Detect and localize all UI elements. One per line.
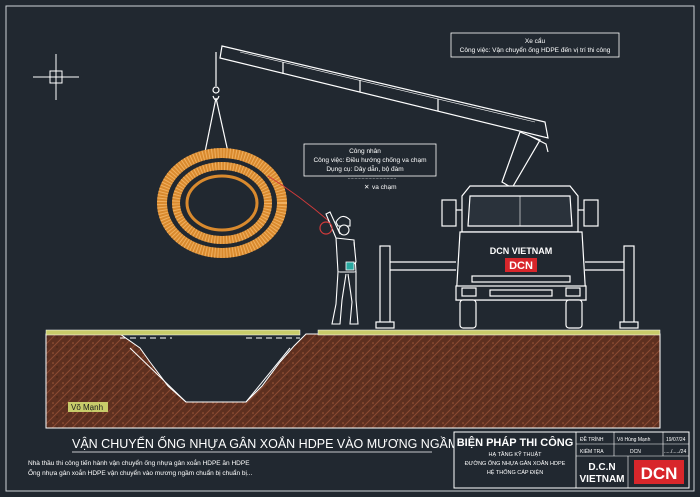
worker-callout-overlap1: ................................... xyxy=(348,175,397,181)
crane-callout: Xe cẩu Công việc: Vận chuyển ống HDPE đế… xyxy=(450,32,620,58)
worker-callout-overlap2: va chạm xyxy=(372,184,397,191)
title-block-row2-date: ...../...../24 xyxy=(664,449,686,455)
title-block-row1-date: 19/07/24 xyxy=(666,437,686,443)
main-title: VẬN CHUYỂN ỐNG NHỰA GÂN XOẮN HDPE VÀO MƯ… xyxy=(72,436,458,451)
crane-boom xyxy=(204,45,549,189)
title-block-sub2: ĐƯỜNG ỐNG NHỰA GÂN XOẮN HDPE xyxy=(465,459,566,467)
worker-callout-title: Công nhân xyxy=(349,148,381,155)
title-block-company-line2: VIETNAM xyxy=(580,474,625,485)
author-tag: Võ Mạnh xyxy=(71,403,103,412)
worker-callout-task: Công việc: Điều hướng chống va chạm xyxy=(313,155,426,164)
crane-callout-title: Xe cẩu xyxy=(525,37,546,45)
worker-callout: Công nhân Công việc: Điều hướng chống va… xyxy=(303,143,437,191)
note-1: Nhà thầu thi công tiến hành vận chuyển ố… xyxy=(28,458,250,467)
radio-highlight xyxy=(319,221,333,235)
title-block-logo-box xyxy=(634,460,684,484)
crosshair-icon xyxy=(33,54,79,100)
worker-figure xyxy=(319,211,359,325)
title-block-heading: BIỆN PHÁP THI CÔNG xyxy=(457,436,574,449)
title-block-row2-value: DCN xyxy=(630,449,641,455)
guide-rope xyxy=(267,175,331,223)
crane-truck xyxy=(375,185,639,329)
ground xyxy=(45,329,661,429)
worker-callout-tools: Dụng cụ: Dây dẫn, bộ đàm xyxy=(326,164,403,173)
truck-brand-text: DCN VIETNAM xyxy=(490,246,553,256)
title-block-logo-text: DCN xyxy=(641,464,678,483)
title-block-sub3: HỆ THỐNG CÁP ĐIỆN xyxy=(487,468,543,476)
title-block-row1-value: Võ Hùng Mạnh xyxy=(617,437,651,443)
worker-callout-marker-icon: ✕ xyxy=(364,184,369,191)
title-block-company-line1: D.C.N xyxy=(588,462,615,473)
title-block-row2-label: KIỂM TRA xyxy=(580,448,604,455)
truck-logo-text: DCN xyxy=(509,260,533,272)
soil-body xyxy=(45,333,661,429)
ground-strip-right xyxy=(317,329,661,336)
crane-callout-task: Công việc: Vận chuyển ống HDPE đến vị tr… xyxy=(460,45,611,54)
title-block-sub1: HẠ TẦNG KỸ THUẬT xyxy=(489,451,543,458)
ground-strip-left xyxy=(45,329,301,336)
author-tag-box xyxy=(68,402,108,412)
truck-logo-box xyxy=(505,258,537,272)
hdpe-pipe-coil xyxy=(157,148,287,258)
note-2: Ống nhựa gân xoắn HDPE vận chuyển vào mư… xyxy=(28,467,253,477)
drawing-border xyxy=(5,5,695,492)
title-block-row1-label: ĐỀ TRÌNH xyxy=(580,436,604,443)
